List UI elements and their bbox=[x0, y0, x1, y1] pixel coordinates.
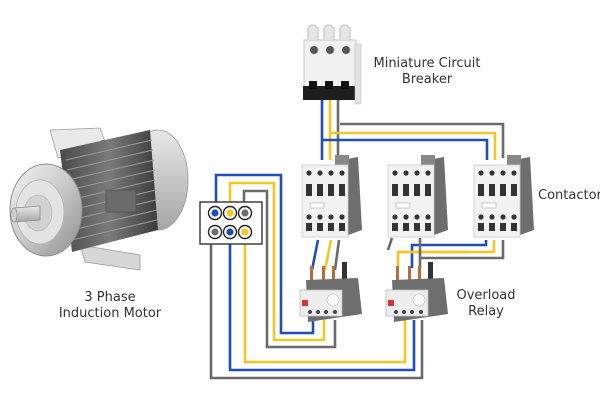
wire-gray-ol2-tb bbox=[209, 240, 424, 380]
wire-yellow-ol1-tb bbox=[228, 181, 326, 342]
wire-blue-mcb-c3 bbox=[322, 138, 489, 160]
contactor-label: Contactor bbox=[538, 188, 600, 204]
terminal-yellow-bottom bbox=[241, 228, 249, 236]
wire-gray-c1-ol1 bbox=[333, 239, 341, 271]
wire-blue-ol1-tb bbox=[214, 173, 315, 335]
motor-label-line-1: 3 Phase bbox=[84, 290, 136, 305]
contactor-label-text: Contactor bbox=[538, 188, 600, 203]
wire-blue-c1-ol1 bbox=[310, 239, 320, 271]
overload-relay-2 bbox=[385, 261, 449, 323]
motor-label: 3 Phase Induction Motor bbox=[40, 290, 180, 322]
wire-yellow-mcb-c3 bbox=[330, 131, 497, 160]
overload-label-line-1: Overload bbox=[456, 288, 516, 303]
wire-gray-ol1-tb bbox=[242, 189, 337, 349]
breaker-label-line-2: Breaker bbox=[401, 72, 453, 87]
motor-label-line-2: Induction Motor bbox=[58, 306, 162, 321]
overload-label-line-2: Relay bbox=[468, 304, 504, 319]
wire-gray-c3-loop bbox=[418, 240, 505, 268]
wire-yellow-c1-ol1 bbox=[323, 239, 333, 271]
wire-blue-c3-loop bbox=[410, 240, 488, 268]
wire-gray-c2-a bbox=[386, 237, 394, 251]
breaker-label-line-1: Miniature Circuit bbox=[373, 56, 481, 71]
terminal-gray-top bbox=[241, 209, 249, 217]
induction-motor bbox=[9, 127, 189, 271]
wire-yellow-ol2-tb bbox=[243, 240, 407, 364]
contactor-3 bbox=[473, 154, 535, 238]
contactor-1 bbox=[301, 155, 362, 238]
terminal-yellow-top bbox=[226, 209, 234, 217]
terminal-gray-bottom bbox=[211, 228, 219, 236]
wires bbox=[209, 100, 505, 380]
wire-blue-ol2-tb bbox=[228, 240, 416, 372]
miniature-circuit-breaker bbox=[303, 24, 362, 105]
contactor-2 bbox=[387, 154, 449, 238]
overload-relay-1 bbox=[299, 262, 362, 322]
terminal-blue-top bbox=[211, 209, 219, 217]
breaker-label: Miniature Circuit Breaker bbox=[362, 56, 492, 88]
wire-gray-mcb-c3 bbox=[340, 122, 505, 158]
motor-terminal-box bbox=[199, 201, 263, 245]
overload-label: Overload Relay bbox=[446, 288, 526, 320]
terminal-blue-bottom bbox=[226, 228, 234, 236]
